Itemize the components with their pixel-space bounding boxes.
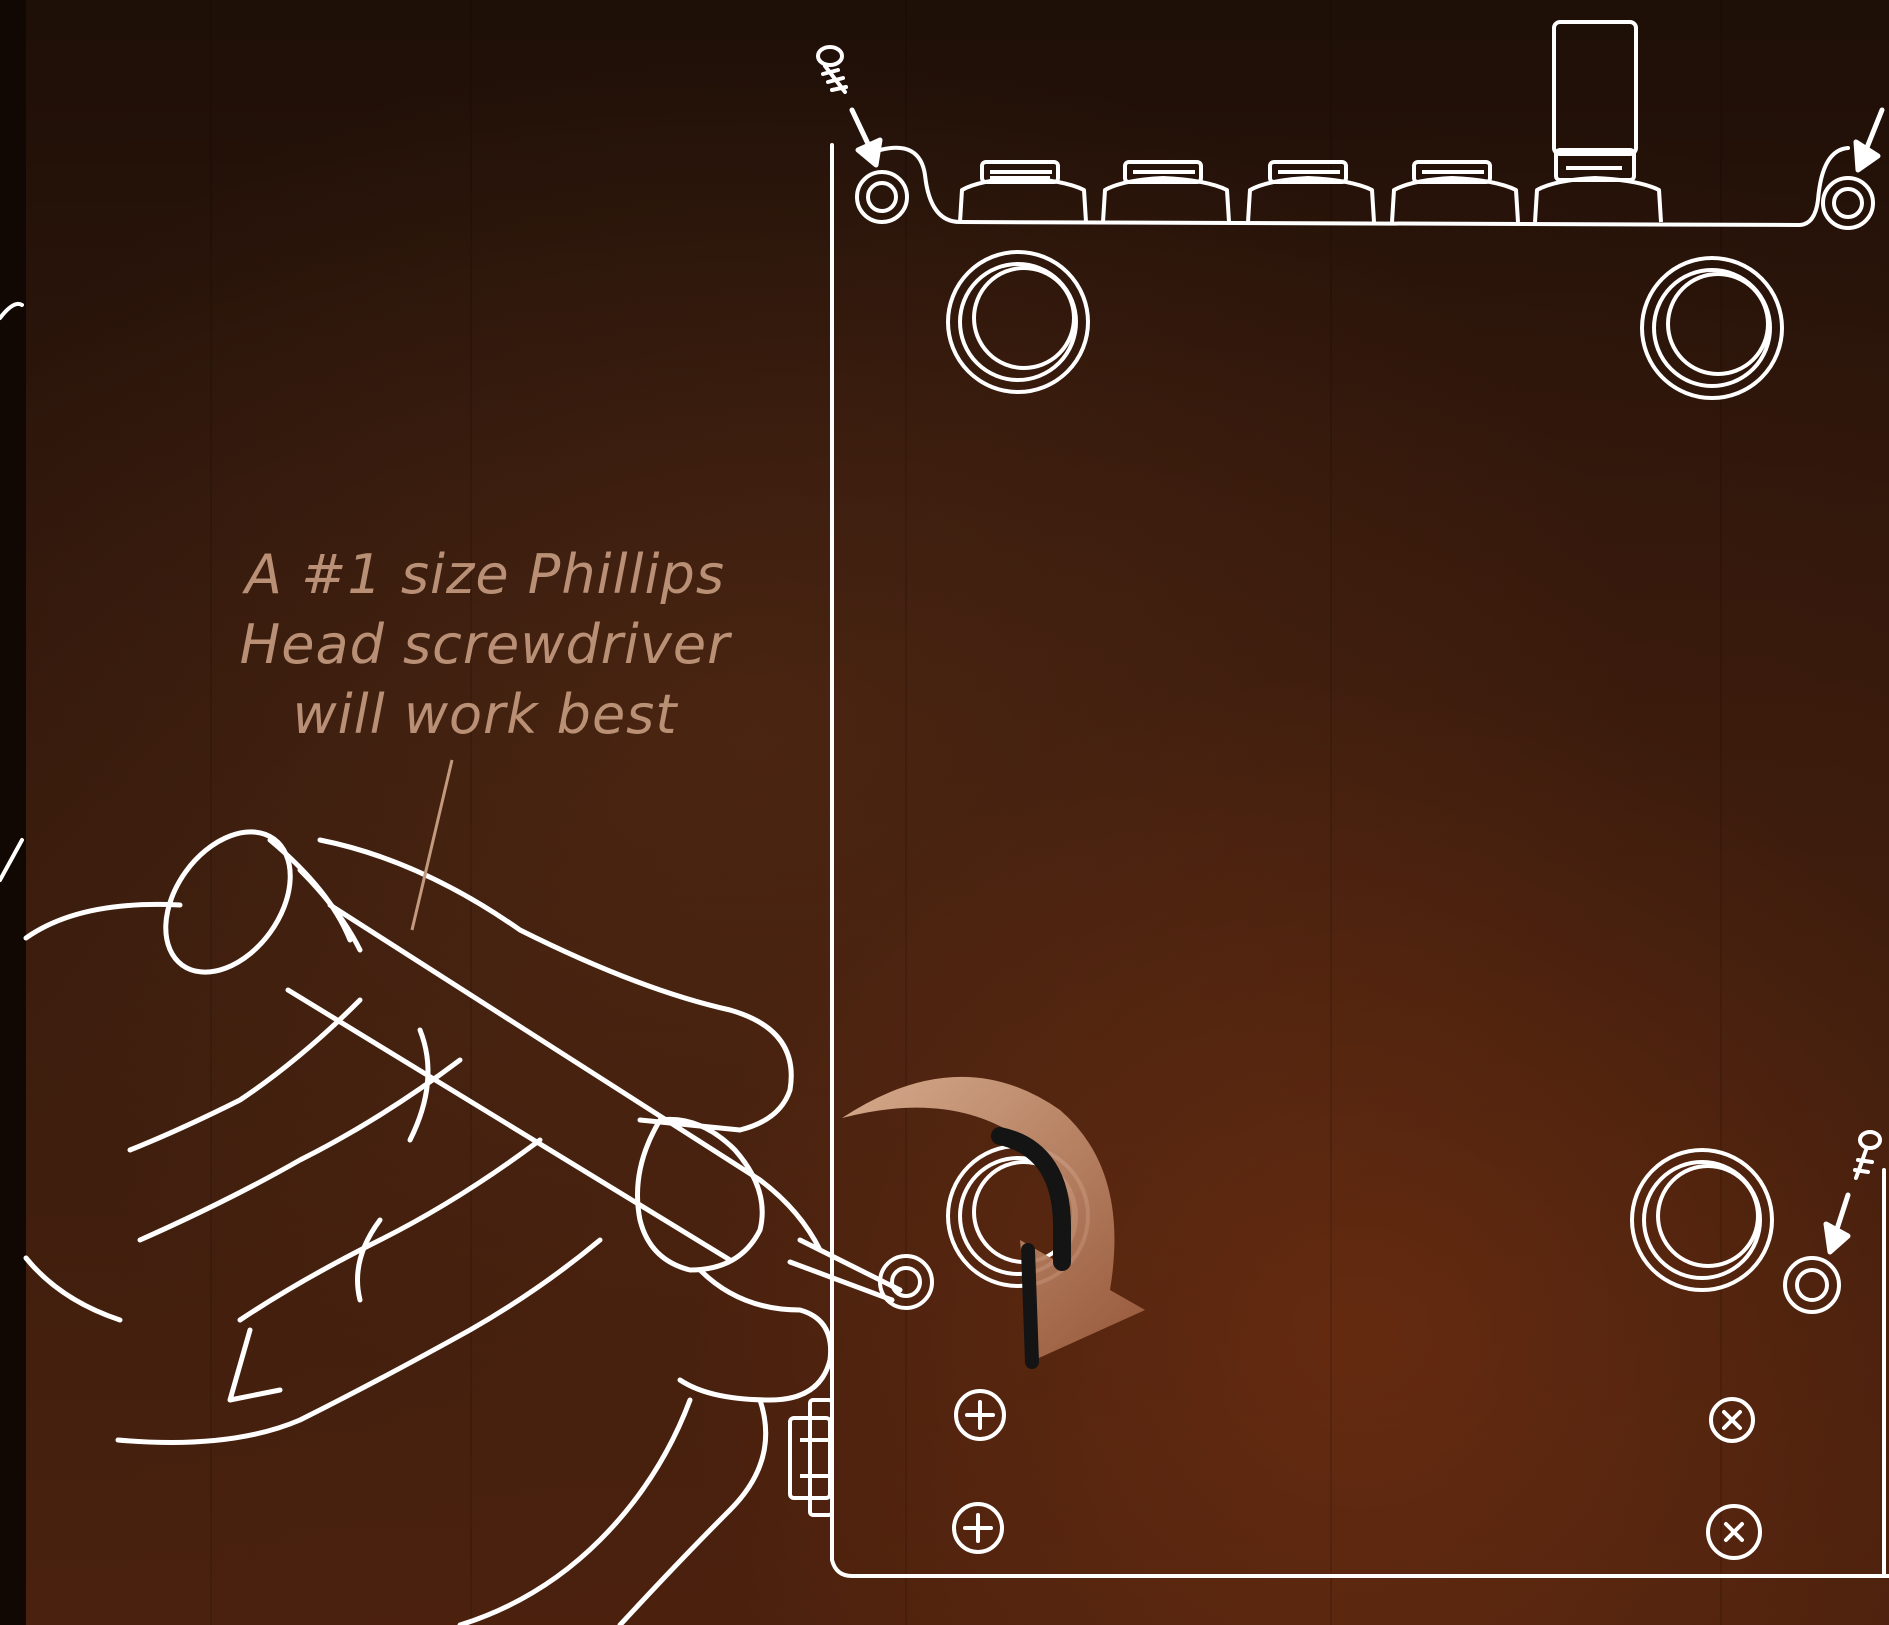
knob-icon: [1246, 160, 1376, 223]
screwdriver-icon: [163, 829, 903, 1303]
corner-screw: [855, 170, 909, 224]
power-jack: [1533, 20, 1663, 223]
screwdriver-tip-caption: A #1 size Phillips Head screwdriver will…: [239, 543, 731, 746]
side-jack: [788, 1398, 834, 1517]
footswitch-icon: [1640, 256, 1784, 400]
hand-icon: [23, 837, 834, 1625]
wood-grain: [905, 0, 907, 1625]
footswitch-icon: [946, 250, 1090, 394]
phillips-screw: [1709, 1397, 1755, 1443]
phillips-screw: [1706, 1504, 1762, 1560]
edge-strokes: [0, 301, 24, 882]
wood-grain: [470, 0, 472, 1625]
wood-grain: [210, 0, 212, 1625]
footswitch-icon: [1630, 1148, 1774, 1292]
screw-icon: [816, 45, 848, 94]
knob-icon: [1101, 160, 1231, 223]
wood-grain: [1720, 0, 1722, 1625]
rotation-arrow-icon: [842, 1076, 1145, 1369]
knob-icon: [1390, 160, 1520, 223]
corner-screw: [1821, 176, 1875, 230]
corner-screw: [1783, 1256, 1841, 1314]
screw-icon: [1853, 1130, 1882, 1180]
arrow-down-icon: [1823, 1192, 1851, 1255]
arrow-down-icon: [849, 107, 883, 168]
left-dark-edge: [0, 0, 26, 1625]
caption-pointer: [410, 759, 454, 931]
knob-icon: [958, 160, 1088, 223]
top-jacks: [958, 20, 1663, 223]
phillips-screw: [952, 1502, 1004, 1554]
wood-grain: [1330, 0, 1332, 1625]
arrow-down-icon: [1853, 107, 1885, 173]
phillips-screw: [954, 1389, 1006, 1441]
pedal-enclosure: [830, 143, 1889, 1578]
